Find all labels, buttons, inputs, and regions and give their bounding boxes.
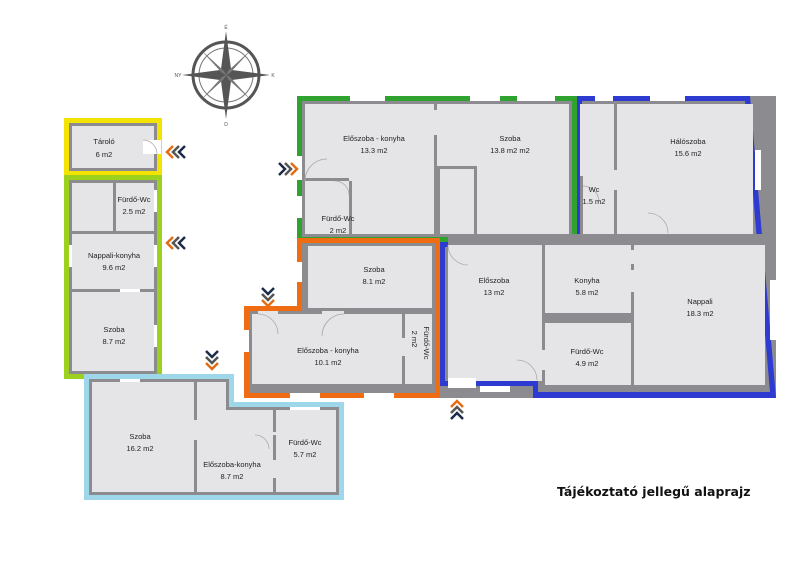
entrance-arrow-icon	[261, 287, 275, 308]
room-name: Fürdő-Wc	[571, 347, 604, 356]
room-area: 6 m2	[96, 150, 113, 159]
room-name: Hálószoba	[670, 137, 706, 146]
room-area: 10.1 m2	[314, 358, 341, 367]
room-name: Tároló	[93, 137, 114, 146]
compass-east-label: K	[271, 73, 275, 79]
room-name: Előszoba - konyha	[297, 346, 360, 355]
room-area: 8.7 m2	[221, 472, 244, 481]
room-name: Előszoba-konyha	[203, 460, 261, 469]
room-area: 5.7 m2	[294, 450, 317, 459]
room-area: 15.6 m2	[674, 149, 701, 158]
room-area: 9.6 m2	[103, 263, 126, 272]
room-area: 1.5 m2	[583, 197, 606, 206]
room-name: Konyha	[574, 276, 600, 285]
room-area: 2 m2	[410, 331, 419, 348]
room-area: 13 m2	[484, 288, 505, 297]
room-name: Wc	[589, 185, 600, 194]
room-area: 8.7 m2	[103, 337, 126, 346]
room-name: Fürdő-Wc	[118, 195, 151, 204]
room-area: 13.8 m2 m2	[490, 146, 530, 155]
room-area: 4.9 m2	[576, 359, 599, 368]
room-area: 5.8 m2	[576, 288, 599, 297]
room-area: 2 m2	[330, 226, 347, 235]
unit-yellow	[64, 118, 162, 176]
room-name: Fürdő-Wc	[289, 438, 322, 447]
plan-caption: Tájékoztató jellegű alaprajz	[557, 484, 751, 499]
room-name: Fürdő-Wc	[322, 214, 355, 223]
room-name: Nappali-konyha	[88, 251, 141, 260]
compass-west-label: NY	[175, 73, 183, 79]
room-name: Előszoba	[479, 276, 511, 285]
room-area: 2.5 m2	[123, 207, 146, 216]
room-name: Fürdő-Wc	[422, 327, 431, 360]
entrance-arrow-icon	[165, 145, 186, 159]
unit-lime	[64, 175, 162, 379]
unit-lightblue	[84, 374, 344, 500]
room-label-group: Tároló 6 m2 Fürdő-Wc 2.5 m2 Nappali-kony…	[88, 134, 714, 481]
entrance-arrow-icon	[205, 350, 219, 371]
room-area: 16.2 m2	[126, 444, 153, 453]
entrance-arrow-icon	[165, 236, 186, 250]
room-area: 8.1 m2	[363, 277, 386, 286]
room-name: Szoba	[363, 265, 385, 274]
room-name: Szoba	[129, 432, 151, 441]
room-area: 18.3 m2	[686, 309, 713, 318]
room-name: Szoba	[103, 325, 125, 334]
room-name: Nappali	[687, 297, 713, 306]
room-name: Előszoba - konyha	[343, 134, 406, 143]
entrance-arrow-icon	[278, 162, 299, 176]
compass-south-label: D	[224, 122, 228, 128]
room-name: Szoba	[499, 134, 521, 143]
main-building	[244, 96, 776, 398]
entrance-arrow-icon	[450, 399, 464, 420]
compass-rose-icon: É D K NY	[175, 24, 276, 128]
room-area: 13.3 m2	[360, 146, 387, 155]
compass-north-label: É	[224, 24, 228, 31]
